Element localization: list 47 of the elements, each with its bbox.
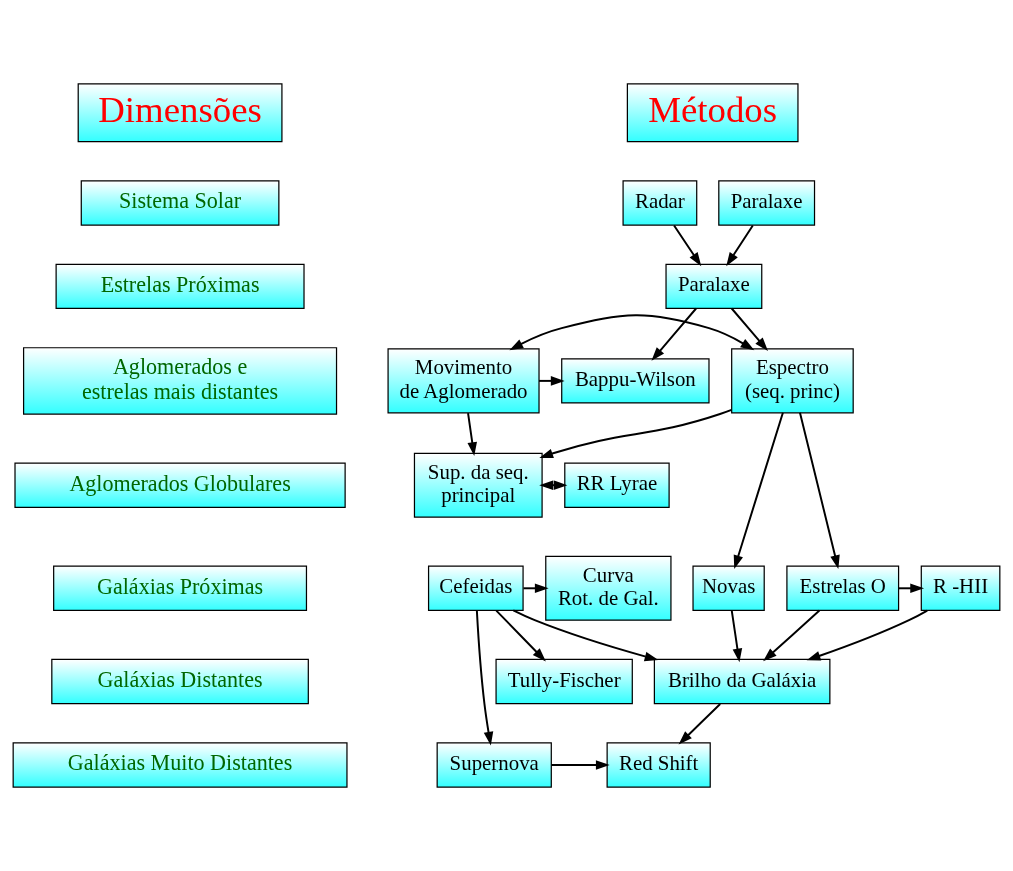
node-box: RR Lyrae: [564, 462, 670, 508]
arrow: [673, 224, 702, 267]
node-box: Brilho da Galáxia: [653, 658, 831, 705]
node-box: Bappu-Wilson: [561, 358, 710, 404]
node-box: Cefeidas: [427, 565, 524, 611]
arrow: [799, 411, 840, 570]
arrow: [763, 609, 821, 662]
arrow: [495, 609, 546, 662]
arrow: [522, 583, 549, 594]
arrow: [678, 703, 722, 745]
node-box: Galáxias Próximas: [53, 565, 308, 611]
arrow: [475, 609, 494, 746]
arrow: [897, 583, 925, 594]
arrow: [733, 411, 784, 569]
node-box: Supernova: [436, 742, 552, 788]
node-box: R -HII: [920, 565, 1001, 611]
node-box: Movimento de Aglomerado: [387, 348, 540, 414]
arrow: [730, 307, 768, 351]
node-box: Paralaxe: [665, 263, 763, 310]
node-box: Estrelas Próximas: [55, 263, 305, 310]
arrow: [512, 609, 659, 662]
arrow: [651, 307, 698, 361]
arrow: [730, 609, 743, 663]
arrow: [539, 408, 733, 459]
node-box: Sistema Solar: [80, 180, 280, 226]
node-box: Tully-Fischer: [495, 658, 633, 705]
arrow: [538, 376, 565, 386]
node-box: Dimensões: [77, 83, 283, 143]
node-box: Radar: [622, 180, 698, 226]
arrow: [726, 224, 754, 267]
node-box: Sup. da seq. principal: [413, 452, 543, 518]
node-box: Galáxias Distantes: [51, 658, 309, 705]
arrow: [806, 609, 929, 661]
node-box: Novas: [692, 565, 765, 611]
node-box: Galáxias Muito Distantes: [12, 742, 348, 788]
node-box: Aglomerados e estrelas mais distantes: [23, 347, 338, 415]
arrow: [550, 760, 610, 770]
arrow: [539, 480, 568, 491]
node-box: Aglomerados Globulares: [14, 462, 346, 508]
node-box: Curva Rot. de Gal.: [545, 555, 672, 621]
node-box: Red Shift: [606, 742, 711, 788]
node-box: Métodos: [626, 83, 799, 143]
arrow: [509, 314, 755, 351]
node-box: Paralaxe: [718, 180, 816, 226]
arrow: [467, 412, 478, 456]
node-box: Estrelas O: [786, 565, 900, 611]
node-box: Espectro (seq. princ): [731, 348, 854, 414]
